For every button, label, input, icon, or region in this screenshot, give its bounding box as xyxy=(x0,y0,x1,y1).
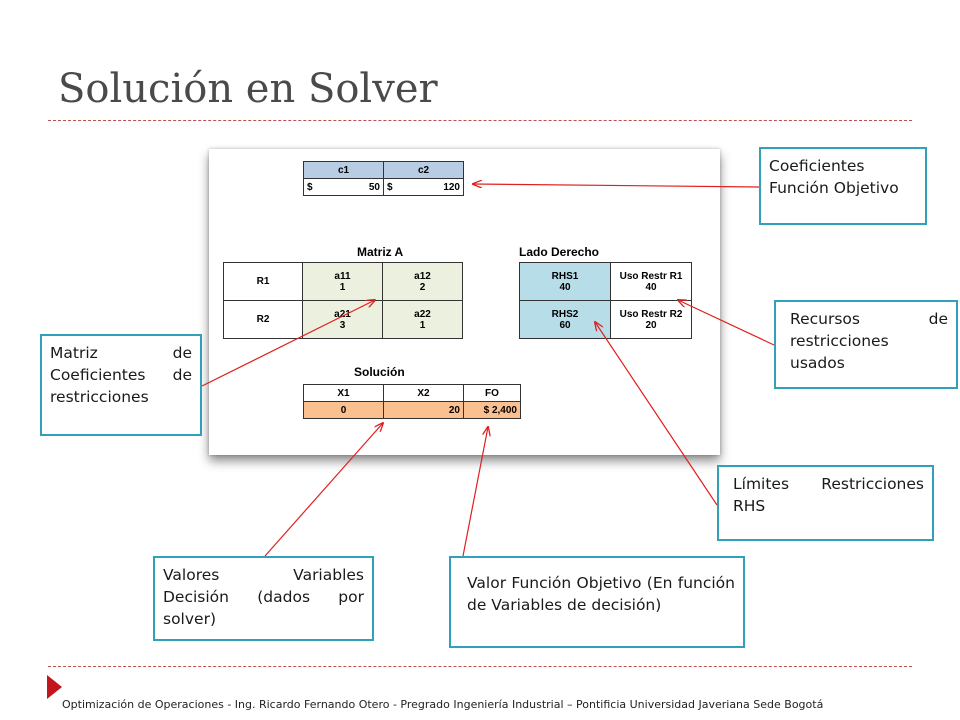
play-triangle-icon xyxy=(47,675,62,699)
matrix-row-label: R2 xyxy=(223,300,303,339)
currency-symbol: $ xyxy=(387,181,393,193)
arrow-coeficientes xyxy=(473,184,760,187)
arrow-recursos xyxy=(678,300,775,346)
sol-value-x2: 20 xyxy=(383,401,464,419)
currency-symbol: $ xyxy=(307,181,313,193)
callout-matriz-coeficientes: Matriz de Coeficientes de restricciones xyxy=(40,334,202,436)
arrow-valor-fo xyxy=(462,427,488,557)
callout-valores-variables: Valores Variables Decisión (dados por so… xyxy=(153,556,374,641)
arrow-limites xyxy=(595,322,718,506)
coef-value-c1: $ 50 xyxy=(303,178,384,196)
objective-coefficients-table: c1 c2 $ 50 $ 120 xyxy=(303,161,464,196)
callout-valor-funcion-objetivo: Valor Función Objetivo (En función de Va… xyxy=(449,556,745,648)
lado-derecho-caption: Lado Derecho xyxy=(519,245,600,259)
arrow-matriz xyxy=(201,300,375,387)
bottom-divider xyxy=(48,666,912,667)
slide-title: Solución en Solver xyxy=(58,66,438,112)
solucion-caption: Solución xyxy=(354,365,405,379)
sol-value-fo: $ 2,400 xyxy=(463,401,521,419)
solucion-table: X1 X2 FO 0 20 $ 2,400 xyxy=(303,384,521,419)
coef-number: 50 xyxy=(368,181,380,193)
footer-text: Optimización de Operaciones - Ing. Ricar… xyxy=(62,698,824,711)
sol-value-x1: 0 xyxy=(303,401,384,419)
top-divider xyxy=(48,120,912,121)
matriz-a-caption: Matriz A xyxy=(357,245,404,259)
coef-header-c1: c1 xyxy=(303,161,384,179)
callout-coeficientes-objetivo: Coeficientes Función Objetivo xyxy=(759,147,927,225)
callout-recursos-usados: Recursos de restricciones usados xyxy=(774,300,958,389)
coef-number: 120 xyxy=(443,181,460,193)
callout-limites-rhs: Límites Restricciones RHS xyxy=(717,465,934,541)
coef-value-c2: $ 120 xyxy=(383,178,464,196)
arrow-valores xyxy=(264,423,383,557)
